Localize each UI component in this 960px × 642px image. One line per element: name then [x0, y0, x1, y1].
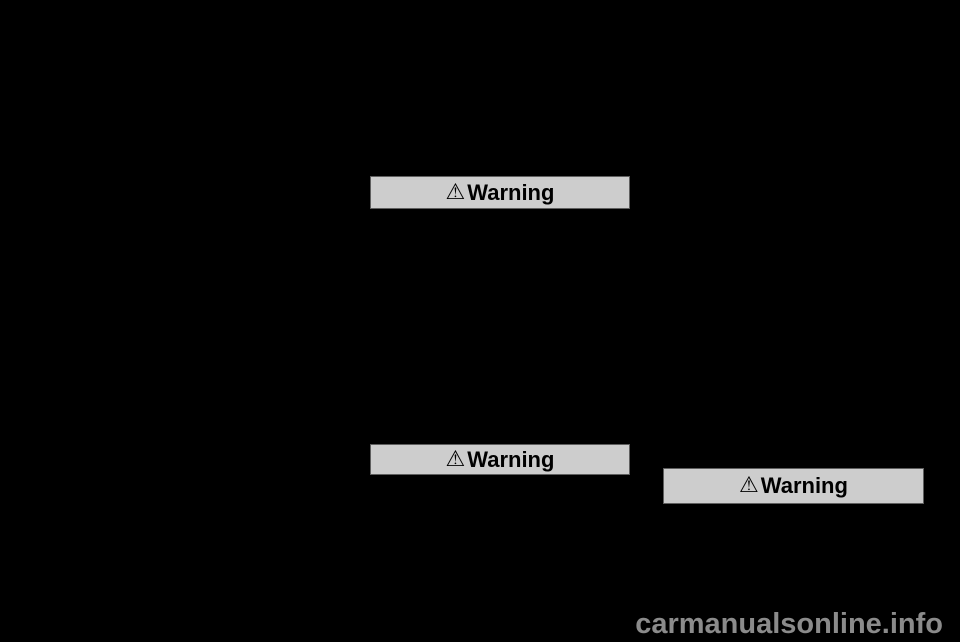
warning-triangle-icon: ⚠: [445, 445, 466, 471]
watermark: carmanualsonline.info: [635, 608, 943, 640]
warning-header-label: Warning: [760, 473, 848, 498]
warning-header-label: Warning: [467, 179, 555, 205]
warning-header-1: ⚠ Warning: [370, 176, 630, 209]
warning-triangle-icon: ⚠: [739, 472, 759, 497]
warning-header-3: ⚠ Warning: [663, 468, 924, 504]
warning-triangle-icon: ⚠: [445, 178, 466, 204]
warning-header-2: ⚠ Warning: [370, 444, 630, 475]
warning-header-label: Warning: [467, 446, 555, 472]
